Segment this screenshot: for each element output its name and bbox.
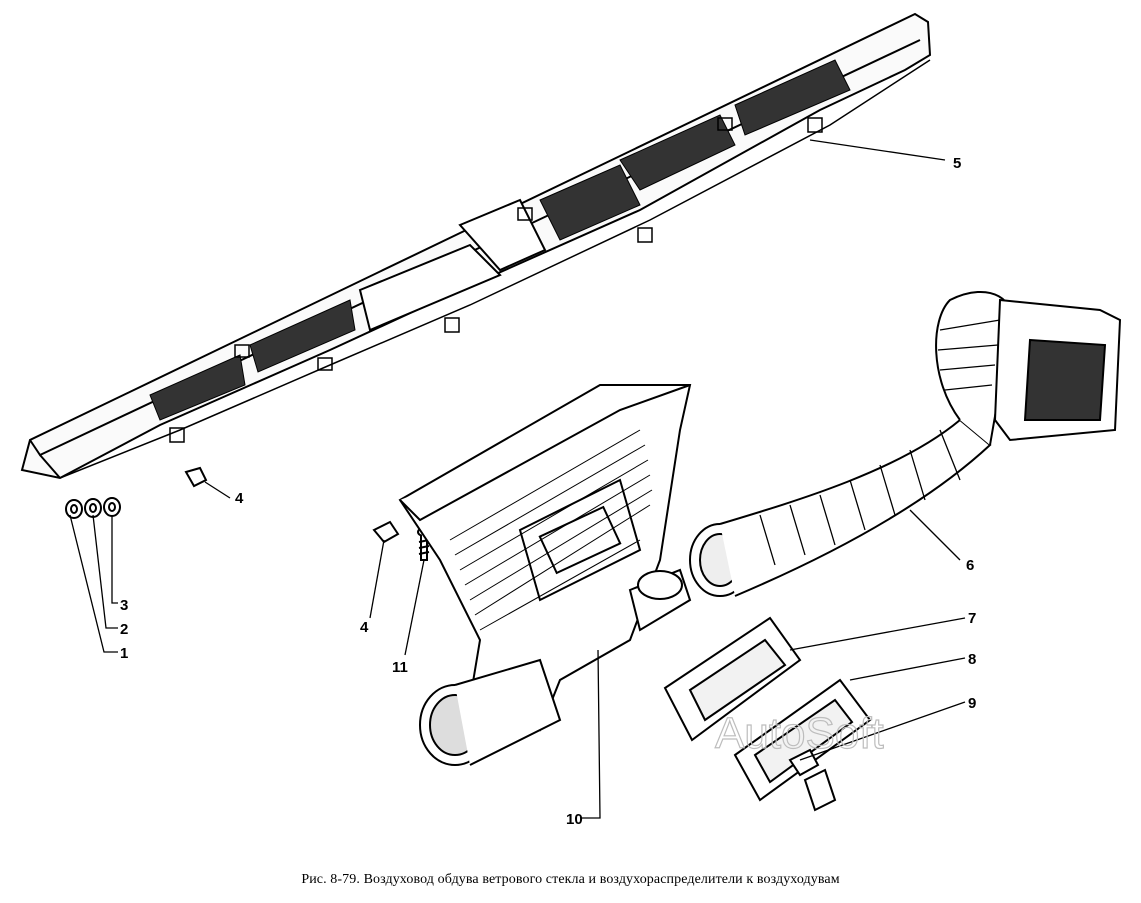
callout-6: 6 xyxy=(966,557,974,574)
callout-3: 3 xyxy=(120,597,128,614)
watermark: AutoSoft xyxy=(715,709,884,758)
seal-gasket xyxy=(733,678,872,802)
callout-4-upper: 4 xyxy=(235,490,244,507)
callout-2: 2 xyxy=(120,621,128,638)
duct-mounting-tabs xyxy=(169,117,823,443)
leader-lines xyxy=(69,139,966,819)
callout-1: 1 xyxy=(120,645,128,662)
washers-and-nut xyxy=(65,497,121,519)
figure-caption: Рис. 8-79. Воздуховод обдува ветрового с… xyxy=(301,872,840,887)
nozzle-clip xyxy=(788,748,837,812)
callout-7: 7 xyxy=(968,610,976,627)
grille-frame xyxy=(663,616,802,742)
callout-9: 9 xyxy=(968,695,976,712)
duct-grille-left xyxy=(149,299,356,421)
clip-lower xyxy=(372,520,400,544)
callout-5: 5 xyxy=(953,155,961,172)
corrugated-hose xyxy=(689,290,1122,597)
callout-11: 11 xyxy=(392,659,408,676)
windshield-air-duct xyxy=(20,12,932,480)
duct-grille-center xyxy=(358,198,547,332)
air-distributor xyxy=(398,384,692,766)
callout-8: 8 xyxy=(968,651,976,668)
callout-10: 10 xyxy=(566,811,583,828)
callout-4-lower: 4 xyxy=(360,619,369,636)
duct-grille-right xyxy=(539,59,851,241)
clip-upper xyxy=(184,466,208,488)
